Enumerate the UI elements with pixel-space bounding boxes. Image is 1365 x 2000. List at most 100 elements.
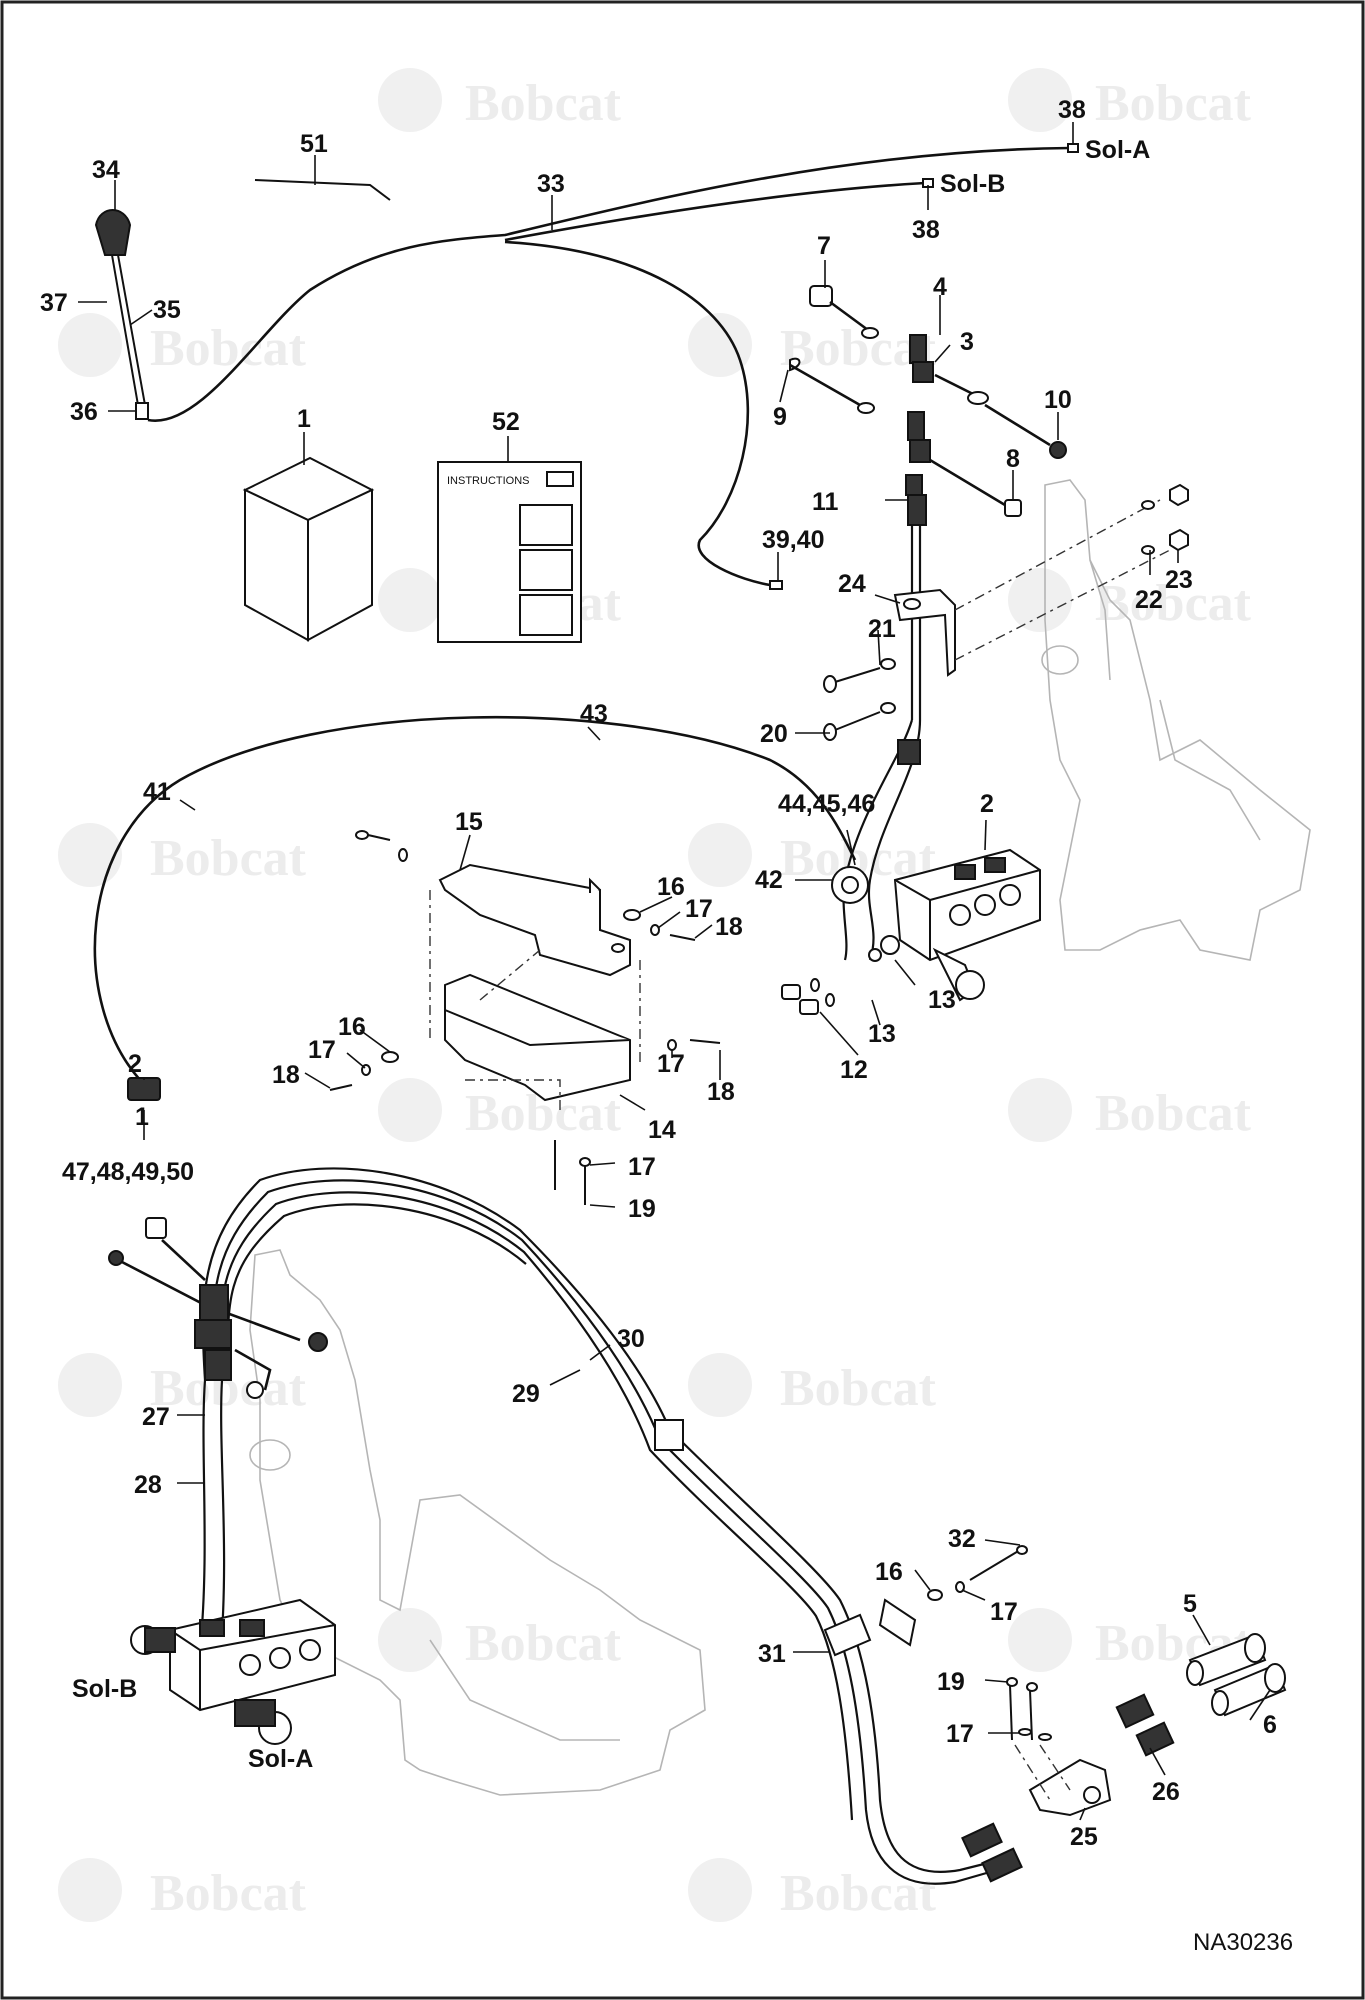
callout-1: 1 (297, 405, 311, 433)
callout-8: 8 (1006, 445, 1020, 473)
watermark-logo: Bobcat (688, 1858, 937, 1922)
clamp-31 (823, 1613, 872, 1657)
centerline (1014, 1744, 1051, 1801)
hose-end-fittings (961, 1822, 1023, 1883)
control-harness-33 (147, 146, 1071, 587)
callout-37: 37 (40, 289, 68, 317)
callout-51: 51 (300, 130, 328, 158)
watermark-logo: Bobcat (58, 313, 307, 377)
svg-text:Bobcat: Bobcat (465, 1615, 622, 1672)
callout-16: 16 (338, 1013, 366, 1041)
drawing-number: NA30236 (1193, 1929, 1293, 1956)
svg-text:Bobcat: Bobcat (465, 75, 622, 132)
callout-17: 17 (657, 1050, 685, 1078)
callout-32: 32 (948, 1525, 976, 1553)
svg-text:Bobcat: Bobcat (780, 1865, 937, 1922)
leader-lines (78, 122, 1271, 1821)
loader-arm-upper-outline (1041, 479, 1311, 961)
callout-10: 10 (1044, 386, 1072, 414)
callout-42: 42 (755, 866, 783, 894)
callout-22: 22 (1135, 586, 1163, 614)
hose-clamp-29-30 (654, 1419, 684, 1451)
callout-9: 9 (773, 403, 787, 431)
hardware-32-16-17 (878, 1545, 1028, 1647)
callout-43: 43 (580, 700, 608, 728)
callout-19: 19 (937, 1668, 965, 1696)
watermark-logo: Bobcat (1008, 568, 1252, 632)
callout-18: 18 (715, 913, 743, 941)
bracket-24 (893, 588, 956, 677)
watermark-logo: Bobcat (1008, 1078, 1252, 1142)
centerline (479, 949, 541, 1001)
hardware-16-17-18 (329, 830, 721, 1205)
instructions-sheet-52: INSTRUCTIONS (437, 461, 582, 643)
joystick-handle-34 (94, 209, 149, 420)
instructions-title: INSTRUCTIONS (447, 475, 530, 487)
valve-block-2 (831, 848, 1041, 1002)
fittings-12-13 (781, 935, 900, 1015)
callout-17: 17 (628, 1153, 656, 1181)
nuts-22-23 (1141, 483, 1189, 555)
callout-3: 3 (960, 328, 974, 356)
callout-52: 52 (492, 408, 520, 436)
callout-16: 16 (875, 1558, 903, 1586)
coupler-6 (1211, 1663, 1287, 1717)
centerline (1039, 1744, 1071, 1791)
bolt-20 (823, 702, 896, 741)
coupler-5 (1186, 1633, 1267, 1687)
callout-13: 13 (928, 986, 956, 1014)
svg-text:Bobcat: Bobcat (1095, 575, 1252, 632)
centerline (954, 499, 1161, 611)
hose-assembly-29-30 (201, 1167, 1001, 1885)
callout-41: 41 (143, 778, 171, 806)
callout-19: 19 (628, 1195, 656, 1223)
callout-29: 29 (512, 1380, 540, 1408)
svg-text:Bobcat: Bobcat (150, 830, 307, 887)
svg-text:Bobcat: Bobcat (150, 320, 307, 377)
watermark-logo: Bobcat (1008, 68, 1252, 132)
callout-31: 31 (758, 1640, 786, 1668)
callout-13: 13 (868, 1020, 896, 1048)
wire-end-39-40 (769, 580, 783, 590)
connector-sol-a (1067, 143, 1079, 153)
centerline (954, 549, 1171, 661)
callout-38: 38 (912, 216, 940, 244)
decal-strip-51 (254, 179, 391, 201)
callout-36: 36 (70, 398, 98, 426)
callout-2: 2 (128, 1050, 142, 1078)
centerline (465, 1079, 561, 1110)
callout-47-48-49-50: 47,48,49,50 (62, 1158, 194, 1186)
svg-text:Bobcat: Bobcat (1095, 1085, 1252, 1142)
svg-text:Bobcat: Bobcat (1095, 75, 1252, 132)
callout-14: 14 (648, 1116, 676, 1144)
label-sol-a-bottom: Sol-A (248, 1745, 313, 1773)
watermark-logo: Bobcat (688, 313, 937, 377)
kit-box-1 (242, 456, 375, 642)
callout-18: 18 (707, 1078, 735, 1106)
callout-33: 33 (537, 170, 565, 198)
callout-1: 1 (135, 1103, 149, 1131)
watermark-logo: Bobcat (378, 68, 622, 132)
label-sol-a-top: Sol-A (1085, 136, 1150, 164)
watermark-logo: Bobcat (688, 1353, 937, 1417)
callout-6: 6 (1263, 1711, 1277, 1739)
callout-16: 16 (657, 873, 685, 901)
mount-plate-25 (1028, 1758, 1112, 1817)
callout-11: 11 (812, 488, 839, 516)
watermark-logo: Bobcat (688, 823, 937, 887)
svg-text:Bobcat: Bobcat (150, 1865, 307, 1922)
watermark-logo: Bobcat (58, 1353, 307, 1417)
label-sol-b-top: Sol-B (940, 170, 1005, 198)
hardware-19-17 (1006, 1677, 1052, 1741)
fittings-upper-group (789, 285, 1067, 720)
watermark-logo: Bobcat (58, 1858, 307, 1922)
callout-17: 17 (308, 1036, 336, 1064)
callout-28: 28 (134, 1471, 162, 1499)
callout-17: 17 (946, 1720, 974, 1748)
hose-27 (198, 1379, 207, 1651)
callout-2: 2 (980, 790, 994, 818)
callout-30: 30 (617, 1325, 645, 1353)
watermark-logo: Bobcat (58, 823, 307, 887)
watermark-logo: Bobcat (378, 1608, 622, 1672)
